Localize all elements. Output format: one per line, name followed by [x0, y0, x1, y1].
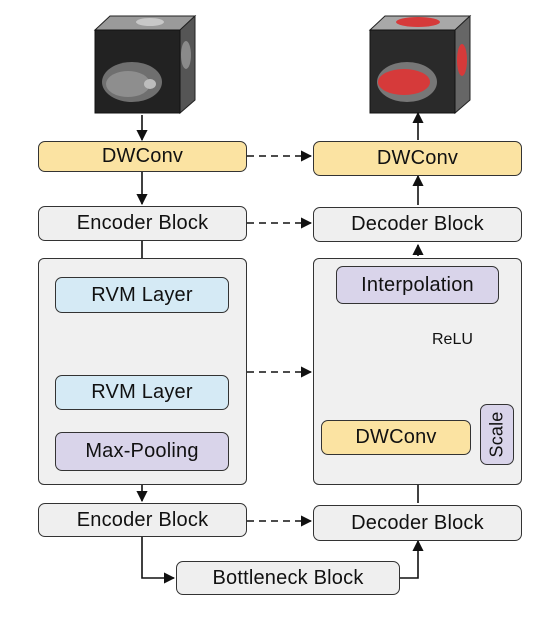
- decoder-block-bottom: Decoder Block: [313, 505, 522, 541]
- decoder-dwconv: DWConv: [313, 141, 522, 176]
- max-pooling-block: Max-Pooling: [55, 432, 229, 471]
- ct-scan-cube-icon: [93, 14, 197, 115]
- encoder-dwconv: DWConv: [38, 141, 247, 172]
- scale-label: Scale: [486, 411, 507, 458]
- encoder-block-top: Encoder Block: [38, 206, 247, 241]
- decoder-inner-dwconv: DWConv: [321, 420, 471, 455]
- ct-segmentation-cube-icon: [368, 14, 472, 115]
- rvm-layer-1: RVM Layer: [55, 277, 229, 313]
- decoder-block-top: Decoder Block: [313, 207, 522, 242]
- relu-label: ReLU: [432, 331, 473, 348]
- interpolation-block: Interpolation: [336, 266, 499, 304]
- rvm-layer-2: RVM Layer: [55, 375, 229, 410]
- encoder-block-bottom: Encoder Block: [38, 503, 247, 537]
- scale-block: Scale: [480, 404, 514, 465]
- bottleneck-block: Bottleneck Block: [176, 561, 400, 595]
